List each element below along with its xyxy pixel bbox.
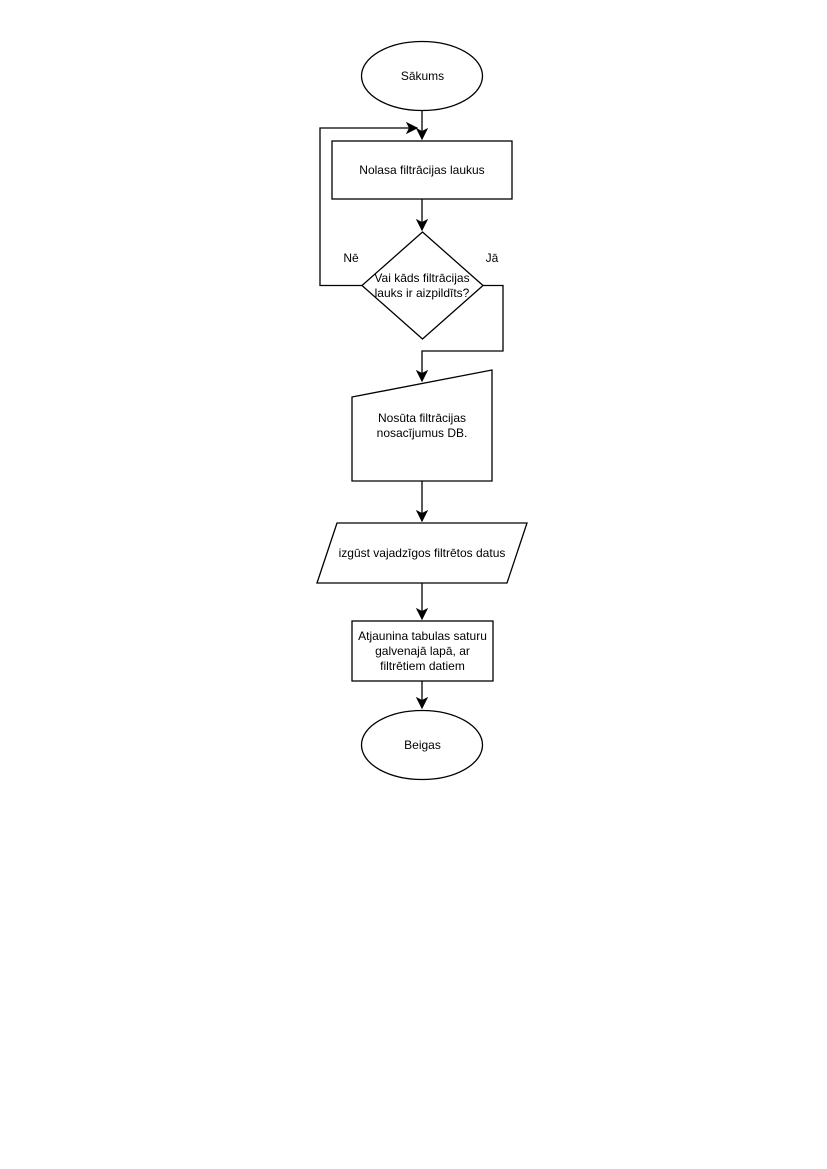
end-terminator-shape [360,709,484,781]
get-data-parallelogram-shape [316,522,528,584]
decision-diamond-shape [361,231,484,340]
start-terminator-shape [360,40,484,112]
read-fields-process-shape [331,140,513,200]
edge-decision-yes-to-send [415,284,504,383]
edge-decision-no-loopback [319,121,419,287]
update-table-process-shape [351,620,494,682]
send-conditions-manual-operation-shape [351,369,493,482]
